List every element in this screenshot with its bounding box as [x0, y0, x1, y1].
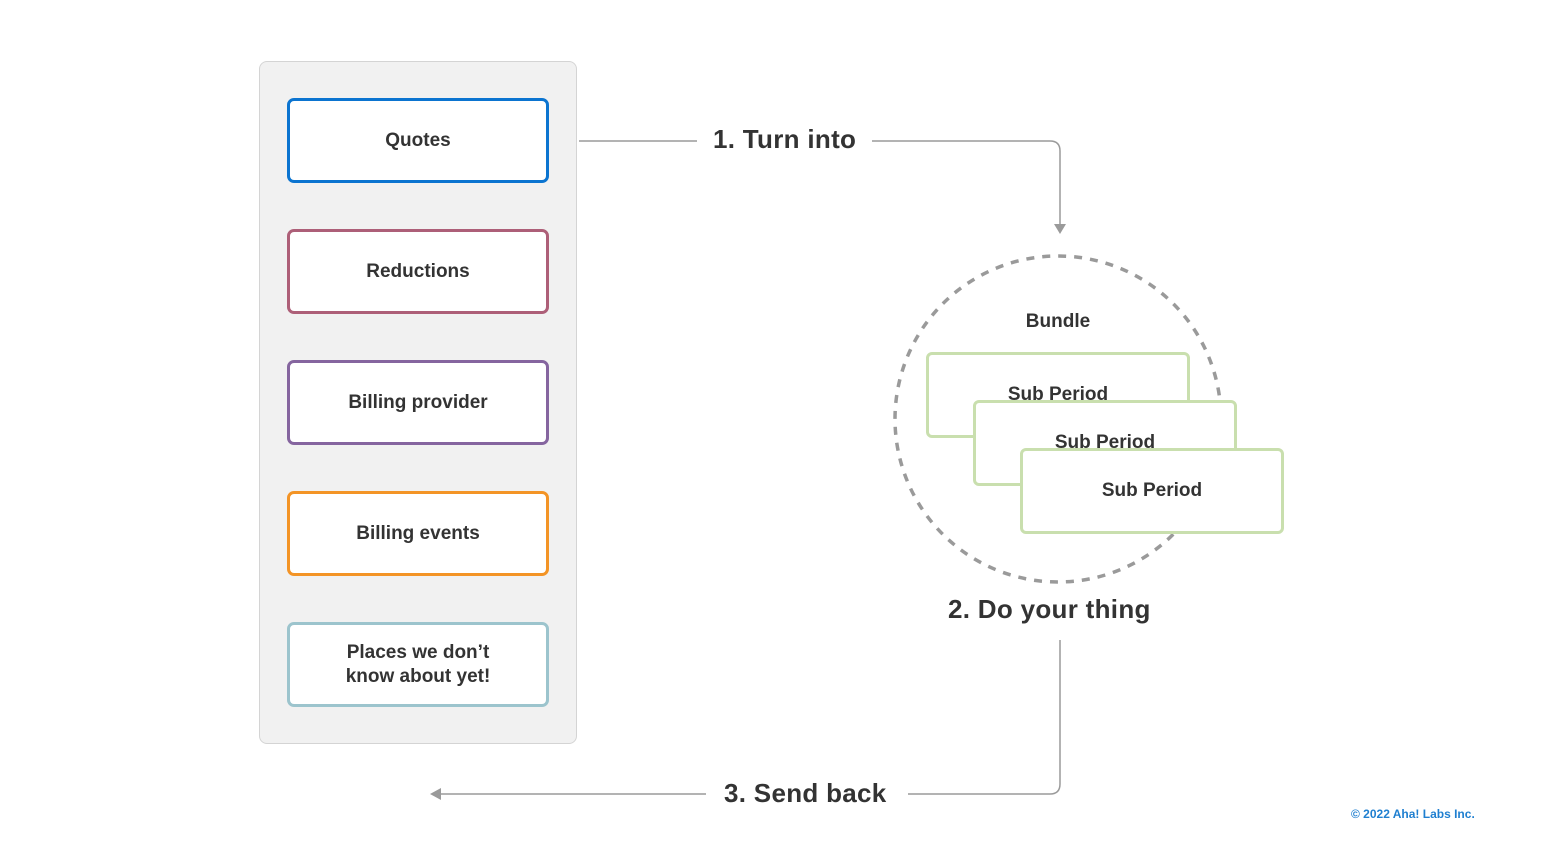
bundle-label: Bundle [1025, 311, 1091, 332]
step-turn-into-label: 1. Turn into [713, 124, 857, 154]
source-box-reductions: Reductions [287, 229, 549, 314]
copyright-text: © 2022 Aha! Labs Inc. [1351, 807, 1475, 821]
step-do-your-thing-label: 2. Do your thing [948, 594, 1151, 624]
source-box-billing-provider: Billing provider [287, 360, 549, 445]
connector-turn-into-right [872, 140, 1061, 224]
source-box-places-unknown: Places we don’t know about yet! [287, 622, 549, 707]
connector-send-back-right [908, 640, 1061, 795]
sub-period-card-3: Sub Period [1020, 448, 1284, 534]
source-box-quotes: Quotes [287, 98, 549, 183]
arrow-left-icon [430, 788, 441, 800]
step-send-back-label: 3. Send back [724, 778, 887, 808]
arrow-down-icon [1054, 224, 1066, 234]
source-box-billing-events: Billing events [287, 491, 549, 576]
